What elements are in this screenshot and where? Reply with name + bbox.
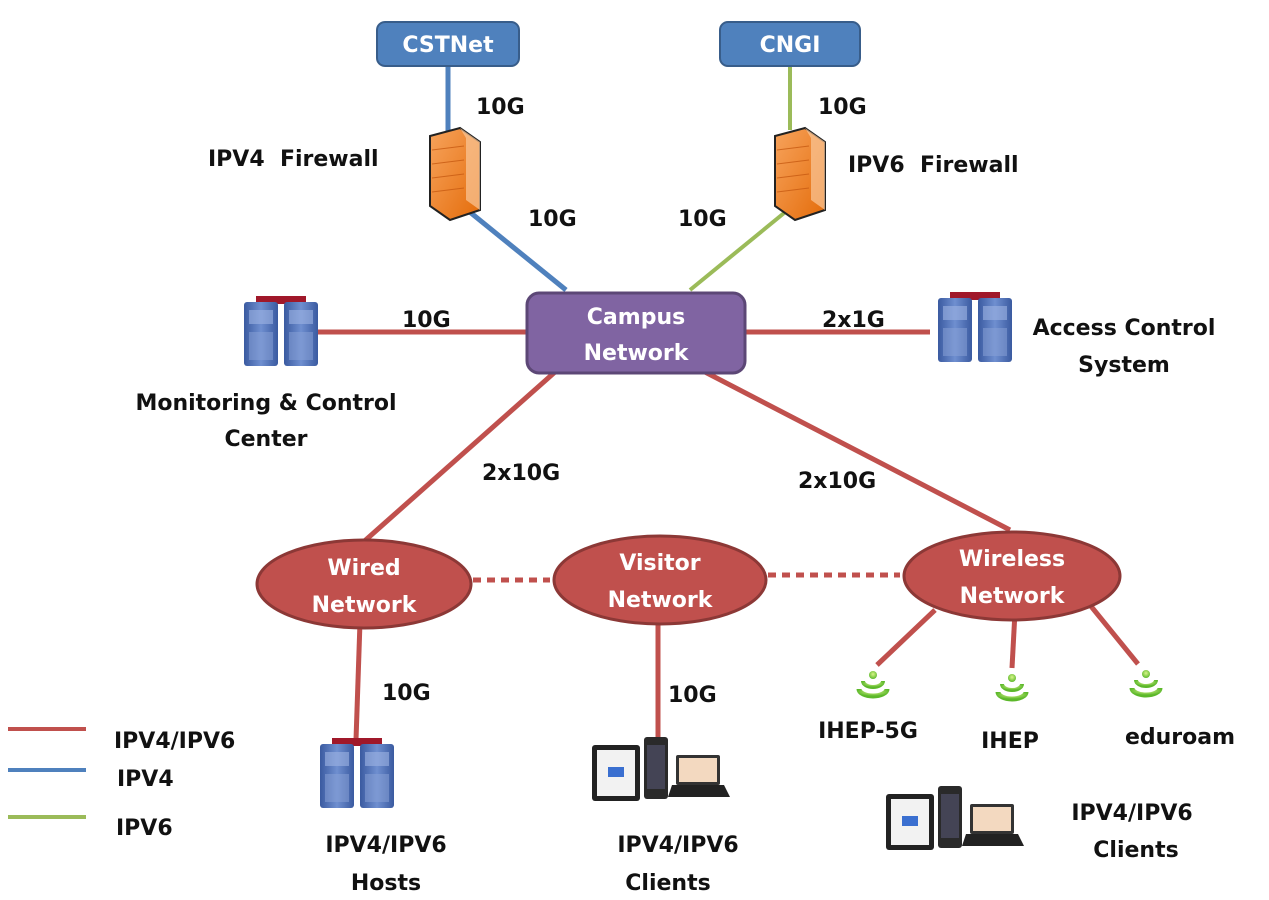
visitor-clients-label-line1: IPV4/IPV6 <box>617 833 738 858</box>
link-label-wired: 2x10G <box>482 461 560 486</box>
ssid-eduroam: eduroam <box>1125 725 1235 750</box>
legend-label-ipv6: IPV6 <box>116 816 173 841</box>
link-wireless-eduroam <box>1088 603 1140 666</box>
visitor-label-line2: Network <box>608 588 714 613</box>
wired-label-line2: Network <box>312 593 418 618</box>
wireless-client-devices-icon[interactable] <box>886 786 1024 850</box>
monitoring-label-line1: Monitoring & Control <box>135 391 396 416</box>
ipv4-firewall-label: IPV4 Firewall <box>208 147 379 172</box>
link-label-fw4-campus: 10G <box>528 207 577 232</box>
wireless-clients-label-line2: Clients <box>1093 838 1178 863</box>
visitor-client-devices-icon[interactable] <box>592 737 730 801</box>
cngi-node[interactable]: CNGI <box>719 21 861 67</box>
hosts-label-line1: IPV4/IPV6 <box>325 833 446 858</box>
link-label-visitor-clients: 10G <box>668 683 717 708</box>
visitor-label-line1: Visitor <box>619 551 700 576</box>
link-label-cngi-fw: 10G <box>818 95 867 120</box>
cstnet-node[interactable]: CSTNet <box>376 21 520 67</box>
hosts-server-icon[interactable] <box>320 738 394 808</box>
wireless-network-node[interactable]: Wireless Network <box>902 530 1122 622</box>
access-control-label-line2: System <box>1078 353 1170 378</box>
link-label-wireless: 2x10G <box>798 469 876 494</box>
wired-network-node[interactable]: Wired Network <box>255 538 473 630</box>
link-ipv6fw-campus <box>688 198 802 292</box>
link-label-access: 2x1G <box>822 308 885 333</box>
wired-label-line1: Wired <box>327 556 400 581</box>
legend: IPV4/IPV6 IPV4 IPV6 <box>8 727 235 841</box>
hosts-label-line2: Hosts <box>351 871 421 896</box>
cngi-label: CNGI <box>760 33 821 58</box>
link-wired-hosts <box>353 621 363 741</box>
campus-label-line1: Campus <box>587 305 685 330</box>
link-campus-wireless <box>703 369 1012 533</box>
ssid-ihep5g: IHEP-5G <box>818 719 918 744</box>
ipv6-firewall-label: IPV6 Firewall <box>848 153 1019 178</box>
visitor-network-node[interactable]: Visitor Network <box>552 534 768 626</box>
legend-label-ipv4: IPV4 <box>117 767 174 792</box>
link-wireless-ihep5g <box>875 608 937 667</box>
wireless-label-line2: Network <box>960 584 1066 609</box>
link-label-monitoring: 10G <box>402 308 451 333</box>
monitoring-label-line2: Center <box>224 427 307 452</box>
campus-label-line2: Network <box>584 341 690 366</box>
legend-label-dual: IPV4/IPV6 <box>114 729 235 754</box>
wifi-ap-ihep-icon[interactable] <box>998 674 1026 699</box>
ipv4-firewall-icon[interactable] <box>429 127 481 221</box>
link-label-fw6-campus: 10G <box>678 207 727 232</box>
access-control-server-icon[interactable] <box>938 292 1012 362</box>
wireless-label-line1: Wireless <box>959 547 1065 572</box>
link-label-cstnet-fw: 10G <box>476 95 525 120</box>
access-control-label-line1: Access Control <box>1033 316 1216 341</box>
link-campus-wired <box>358 370 557 547</box>
monitoring-server-icon[interactable] <box>244 296 318 366</box>
ssid-ihep: IHEP <box>981 729 1039 754</box>
campus-network-node[interactable]: Campus Network <box>525 291 747 375</box>
link-ipv4fw-campus <box>453 198 568 292</box>
ipv6-firewall-icon[interactable] <box>774 127 826 221</box>
wifi-ap-eduroam-icon[interactable] <box>1132 670 1160 695</box>
wifi-ap-ihep5g-icon[interactable] <box>859 671 887 696</box>
cstnet-label: CSTNet <box>402 33 494 58</box>
wireless-clients-label-line1: IPV4/IPV6 <box>1071 801 1192 826</box>
link-label-hosts: 10G <box>382 681 431 706</box>
visitor-clients-label-line2: Clients <box>625 871 710 896</box>
